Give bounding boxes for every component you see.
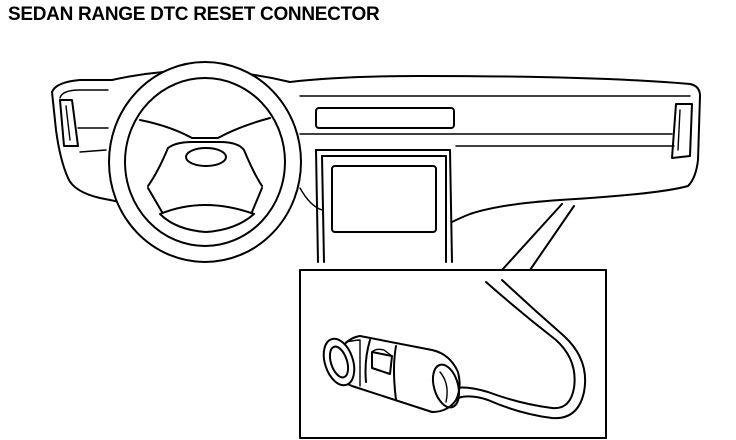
callout-pointer — [501, 203, 575, 271]
center-console — [315, 149, 453, 263]
dtc-reset-connector-icon — [322, 335, 461, 413]
diagram-title: SEDAN RANGE DTC RESET CONNECTOR — [8, 4, 380, 25]
steering-wheel-icon — [108, 61, 302, 263]
connector-inset — [299, 269, 607, 439]
